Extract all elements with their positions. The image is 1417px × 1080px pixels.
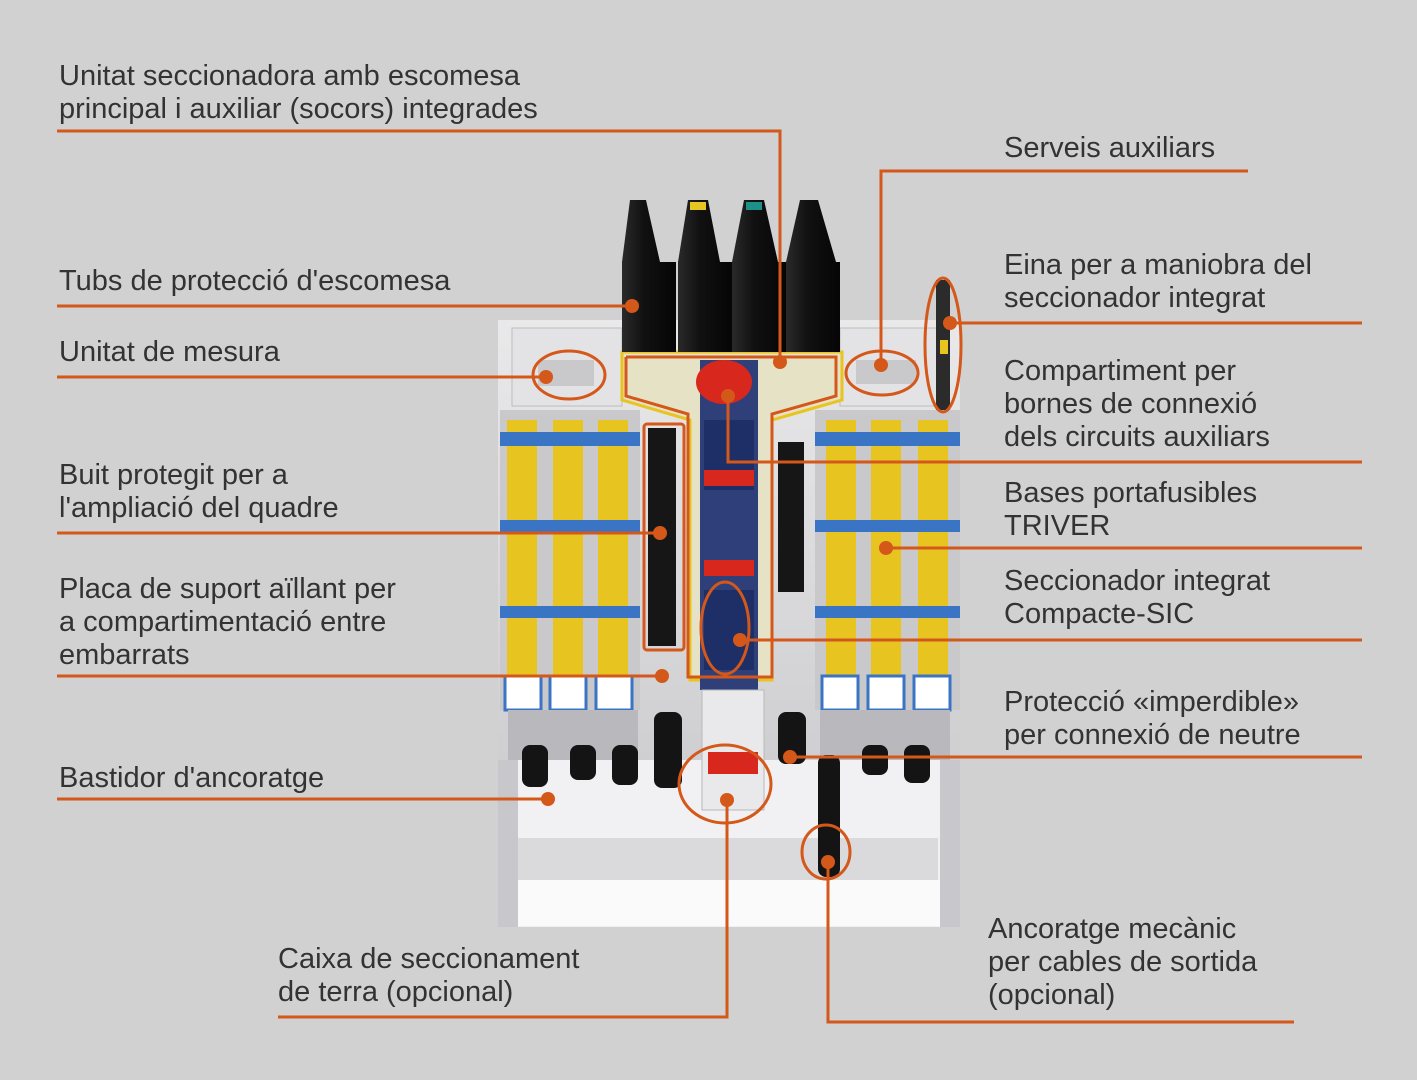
dot-proteccio xyxy=(783,750,797,764)
label-line: Tubs de protecció d'escomesa xyxy=(59,265,451,297)
label-unitat-mesura: Unitat de mesura xyxy=(59,336,280,369)
label-unitat-seccionadora: Unitat seccionadora amb escomesa princip… xyxy=(59,60,538,126)
label-line: Bases portafusibles xyxy=(1004,477,1258,509)
box-buit-protegit xyxy=(642,422,686,652)
label-line: dels circuits auxiliars xyxy=(1004,421,1270,453)
dot-eina xyxy=(943,316,957,330)
label-line: Protecció «imperdible» xyxy=(1004,686,1299,718)
dot-serveis xyxy=(874,358,888,372)
label-line: Eina per a maniobra del xyxy=(1004,249,1312,281)
dot-bases xyxy=(879,541,893,555)
label-line: per connexió de neutre xyxy=(1004,719,1301,751)
output-cables xyxy=(508,710,950,877)
label-line: Compartiment per xyxy=(1004,355,1237,387)
circle-eina xyxy=(923,276,963,414)
circle-serveis xyxy=(844,349,920,397)
label-seccionador-integrat: Seccionador integrat Compacte-SIC xyxy=(1004,565,1270,631)
label-line: embarrats xyxy=(59,639,190,671)
dot-buit-protegit xyxy=(653,526,667,540)
label-serveis-auxiliars: Serveis auxiliars xyxy=(1004,132,1215,165)
central-disconnector xyxy=(696,360,765,811)
dot-bastidor xyxy=(541,792,555,806)
dot-compartiment xyxy=(721,389,735,403)
dot-ancoratge xyxy=(821,855,835,869)
label-eina-maniobra: Eina per a maniobra del seccionador inte… xyxy=(1004,249,1312,315)
label-line: Serveis auxiliars xyxy=(1004,132,1216,164)
label-buit-protegit: Buit protegit per a l'ampliació del quad… xyxy=(59,459,339,525)
label-line: TRIVER xyxy=(1004,510,1111,542)
label-proteccio-imperdible: Protecció «imperdible» per connexió de n… xyxy=(1004,686,1301,752)
label-line: Buit protegit per a xyxy=(59,459,288,491)
label-line: Ancoratge mecànic xyxy=(988,913,1237,945)
label-line: bornes de connexió xyxy=(1004,388,1258,420)
label-line: (opcional) xyxy=(988,979,1116,1011)
label-placa-suport: Placa de suport aïllant per a compartime… xyxy=(59,573,396,672)
leader-ancoratge xyxy=(826,862,1294,1024)
dot-unitat-mesura xyxy=(539,370,553,384)
expansion-slots xyxy=(648,428,804,646)
circle-ancoratge xyxy=(800,823,852,881)
label-line: seccionador integrat xyxy=(1004,282,1266,314)
label-line: Caixa de seccionament xyxy=(278,943,580,975)
label-line: Seccionador integrat xyxy=(1004,565,1270,597)
label-tubs-proteccio: Tubs de protecció d'escomesa xyxy=(59,265,450,298)
label-compartiment-bornes: Compartiment per bornes de connexió dels… xyxy=(1004,355,1270,454)
label-line: principal i auxiliar (socors) integrades xyxy=(59,93,538,125)
label-line: de terra (opcional) xyxy=(278,976,514,1008)
incoming-cable-tubes xyxy=(622,200,840,352)
circle-caixa xyxy=(677,743,773,825)
label-line: a compartimentació entre xyxy=(59,606,387,638)
label-line: Unitat de mesura xyxy=(59,336,280,368)
dot-caixa xyxy=(720,793,734,807)
dot-tubs xyxy=(625,299,639,313)
circle-seccionador xyxy=(699,580,751,676)
leader-compartiment xyxy=(726,396,1362,464)
dot-seccionador xyxy=(733,633,747,647)
label-caixa-seccionament: Caixa de seccionament de terra (opcional… xyxy=(278,943,579,1009)
label-bastidor: Bastidor d'ancoratge xyxy=(59,762,324,795)
outline-switch-unit xyxy=(624,355,838,679)
label-line: Bastidor d'ancoratge xyxy=(59,762,325,794)
label-line: per cables de sortida xyxy=(988,946,1258,978)
label-ancoratge-mecanic: Ancoratge mecànic per cables de sortida … xyxy=(988,913,1257,1012)
leader-unitat-seccionadora xyxy=(57,129,782,362)
label-line: Placa de suport aïllant per xyxy=(59,573,396,605)
circle-unitat-mesura xyxy=(531,349,607,401)
dot-placa-suport xyxy=(655,669,669,683)
leader-serveis xyxy=(879,169,1248,365)
label-line: Compacte-SIC xyxy=(1004,598,1195,630)
label-bases-portafusibles: Bases portafusibles TRIVER xyxy=(1004,477,1257,543)
label-line: Unitat seccionadora amb escomesa xyxy=(59,60,521,92)
label-line: l'ampliació del quadre xyxy=(59,492,339,524)
maneuver-tool xyxy=(936,280,950,410)
leader-caixa xyxy=(278,800,729,1019)
fuse-bases-left xyxy=(500,410,640,712)
